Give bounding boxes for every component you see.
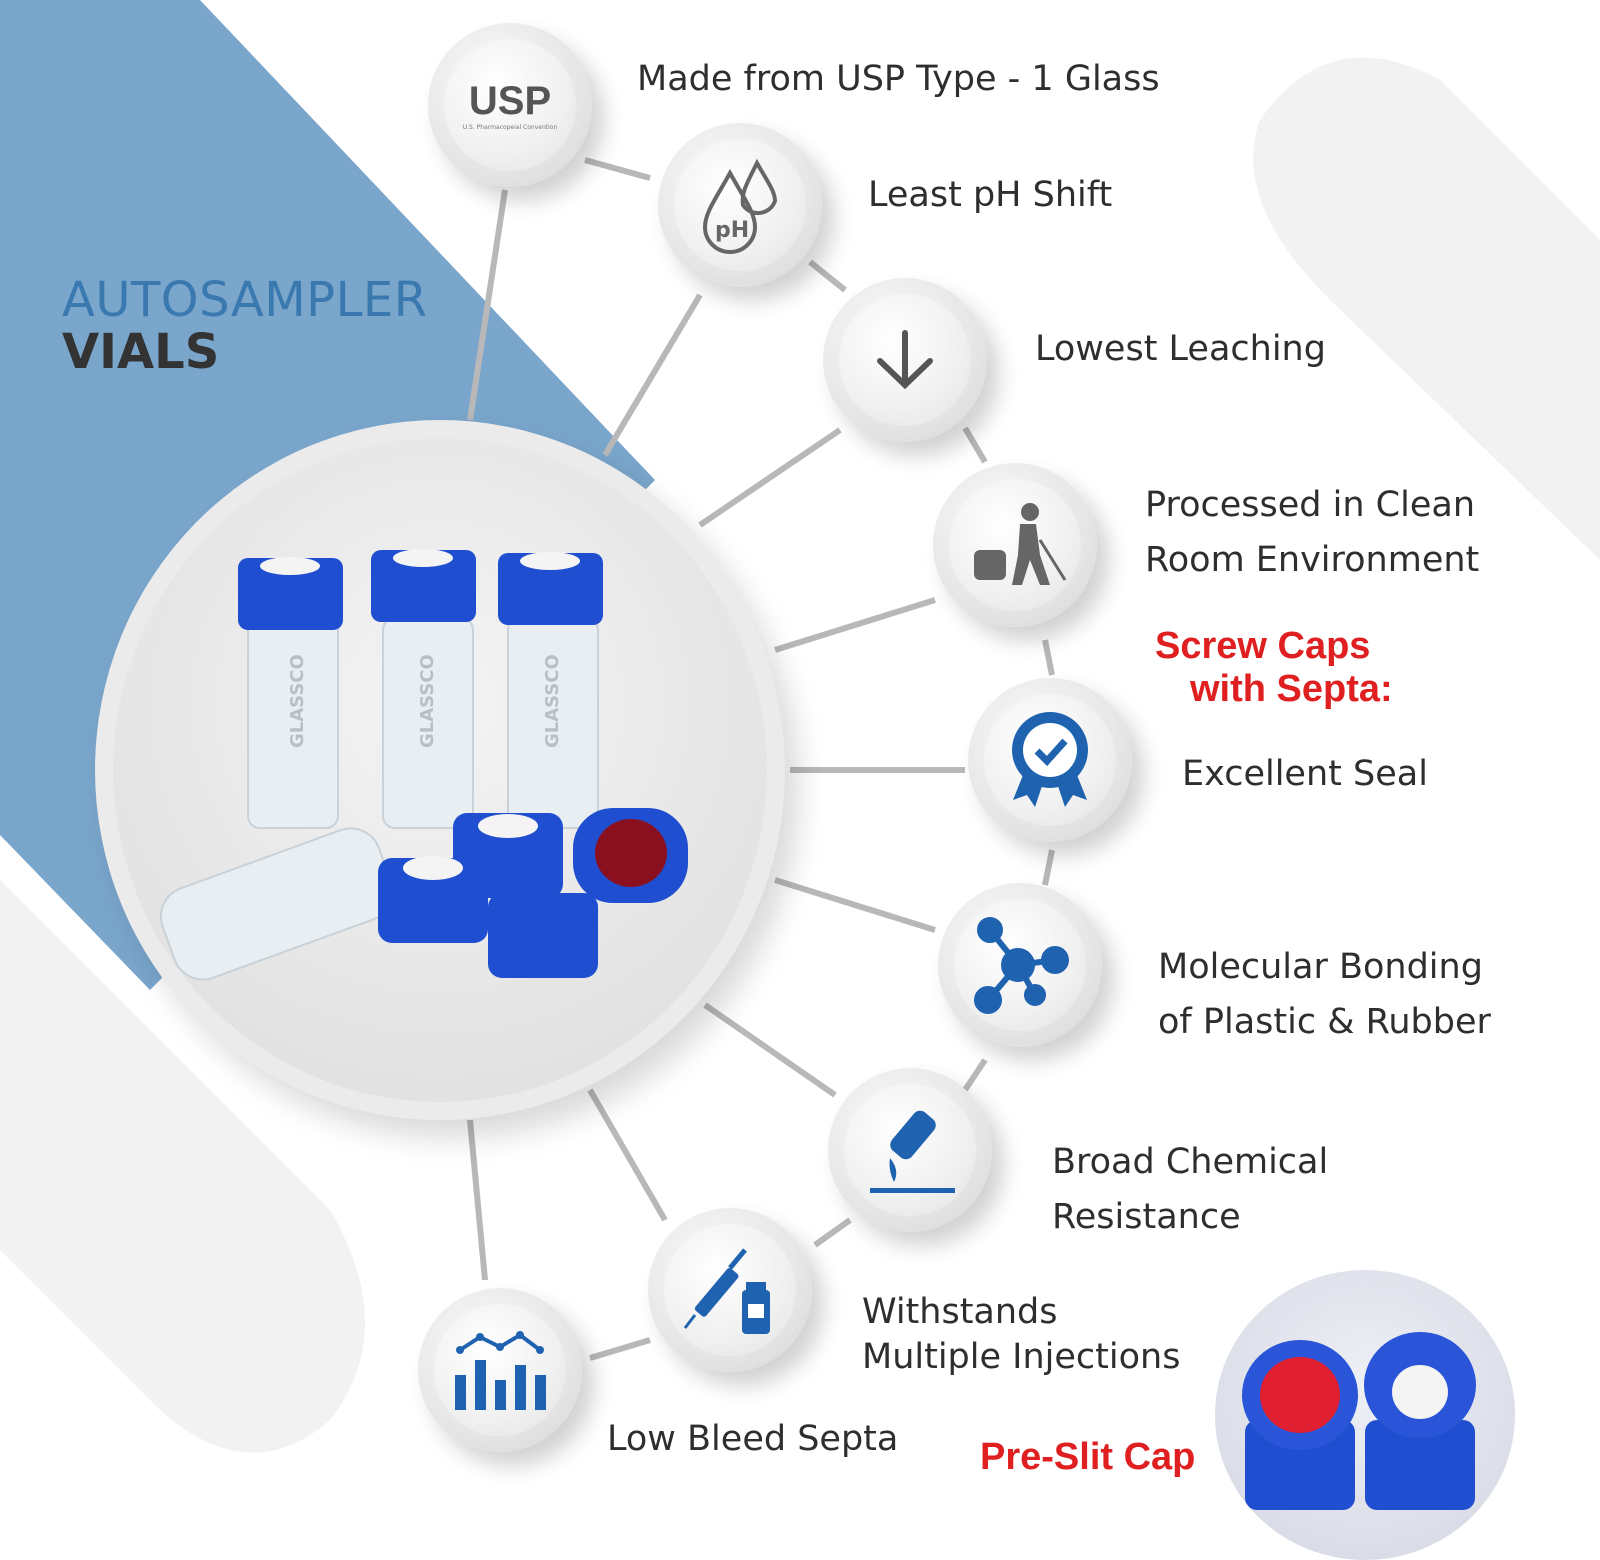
svg-text:pH: pH <box>715 218 749 243</box>
usp-logo-icon: USP U.S. Pharmacopeial Convention <box>463 79 558 131</box>
badge-check-icon <box>1012 712 1088 807</box>
feature-label-molecular: Molecular Bonding of Plastic & Rubber <box>1158 940 1491 1050</box>
gray-band-right <box>1253 57 1600 560</box>
product-photo: GLASSCO GLASSCO GLASSCO <box>95 420 785 1120</box>
caps-photo <box>1215 1270 1515 1560</box>
feature-node-ph: pH <box>658 123 822 287</box>
vial-brand-label: GLASSCO <box>287 654 308 748</box>
pre-slit-callout: Pre-Slit Cap <box>980 1436 1196 1478</box>
usp-logo-text: USP <box>468 79 552 123</box>
feature-node-clean-room <box>933 463 1097 627</box>
ph-drops-icon: pH <box>702 158 778 254</box>
syringe-vial-icon <box>683 1248 770 1334</box>
callout-line: Screw Caps <box>1155 625 1371 667</box>
title-line-1: AUTOSAMPLER <box>62 272 428 328</box>
connector-lines <box>467 157 1055 1361</box>
feature-label-usp: Made from USP Type - 1 Glass <box>637 59 1160 99</box>
cleaning-person-icon <box>974 503 1067 585</box>
arrow-down-icon <box>877 330 933 390</box>
label-line: Multiple Injections <box>862 1337 1181 1377</box>
feature-node-injections <box>648 1208 812 1372</box>
feature-label-low-bleed: Low Bleed Septa <box>607 1419 899 1459</box>
label-line: Room Environment <box>1145 540 1480 580</box>
label-line: of Plastic & Rubber <box>1158 1002 1491 1042</box>
screw-caps-callout: Screw Caps with Septa: <box>1155 625 1393 711</box>
feature-node-chemical <box>828 1068 992 1232</box>
bar-chart-icon <box>455 1331 546 1410</box>
label-line: Resistance <box>1052 1197 1241 1237</box>
feature-node-low-bleed <box>418 1288 582 1452</box>
vial-brand-label: GLASSCO <box>417 654 438 748</box>
feature-label-ph: Least pH Shift <box>868 175 1113 215</box>
caps-illustration <box>1242 1332 1476 1510</box>
feature-node-usp: USP U.S. Pharmacopeial Convention <box>428 23 592 187</box>
callout-line: with Septa: <box>1190 668 1393 710</box>
feature-label-seal: Excellent Seal <box>1182 754 1428 794</box>
label-line: Broad Chemical <box>1052 1142 1329 1182</box>
title-line-2: VIALS <box>62 324 220 380</box>
feature-node-seal <box>968 678 1132 842</box>
feature-label-leaching: Lowest Leaching <box>1035 329 1326 369</box>
vials-illustration: GLASSCO GLASSCO GLASSCO <box>159 549 688 981</box>
molecule-icon <box>974 917 1069 1014</box>
label-line: Withstands <box>862 1292 1058 1332</box>
feature-node-molecular <box>938 883 1102 1047</box>
label-line: Molecular Bonding <box>1158 947 1483 987</box>
gray-band-left <box>0 880 365 1453</box>
vial-brand-label: GLASSCO <box>542 654 563 748</box>
chemical-pour-icon <box>870 1110 955 1193</box>
usp-logo-subtext: U.S. Pharmacopeial Convention <box>462 124 558 131</box>
label-line: Processed in Clean <box>1145 485 1476 525</box>
feature-node-leaching <box>823 278 987 442</box>
